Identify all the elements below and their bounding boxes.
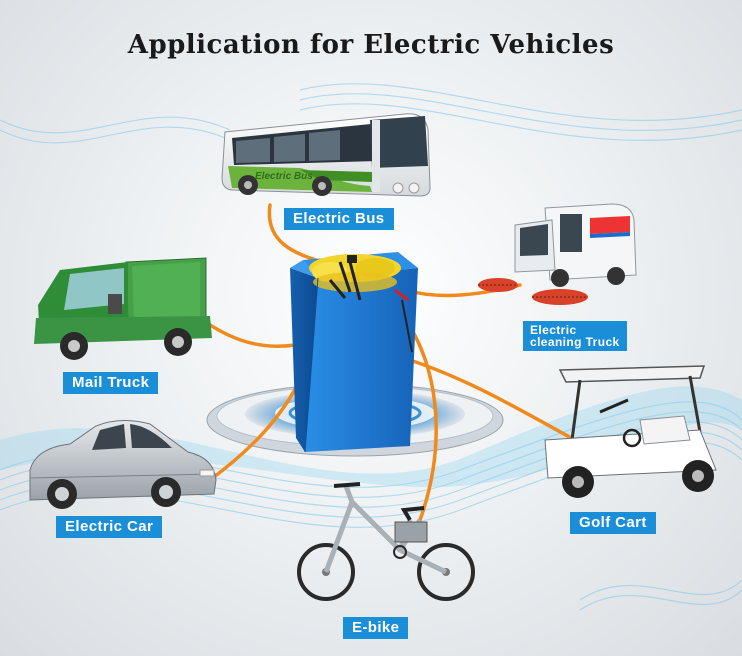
cable-to-golf-cart xyxy=(408,358,577,442)
diagram-title: Application for Electric Vehicles xyxy=(127,30,615,60)
cleaning-truck-illustration xyxy=(478,203,637,305)
label-electric-cleaning-truck: Electric cleaning Truck xyxy=(523,321,627,351)
label-electric-cleaning-truck-line2: cleaning Truck xyxy=(530,335,620,349)
label-ebike: E-bike xyxy=(343,617,409,639)
label-mail-truck: Mail Truck xyxy=(63,372,159,394)
label-golf-cart: Golf Cart xyxy=(570,512,656,534)
cable-to-mail-truck xyxy=(198,316,297,349)
battery-pack xyxy=(290,252,418,453)
cable-to-ebike xyxy=(410,328,438,522)
label-electric-bus: Electric Bus xyxy=(284,208,394,230)
bus-side-sign: Electric Bus xyxy=(255,171,313,182)
electric-bus-illustration: Electric Bus xyxy=(221,113,431,197)
ebike-illustration xyxy=(297,482,475,601)
label-electric-car: Electric Car xyxy=(56,516,163,538)
electric-car-illustration xyxy=(29,420,217,509)
cable-to-electric-car xyxy=(208,378,302,482)
label-electric-cleaning-truck-line1: Electric xyxy=(530,323,577,337)
mail-truck-illustration xyxy=(34,257,212,360)
golf-cart-illustration xyxy=(544,365,717,498)
